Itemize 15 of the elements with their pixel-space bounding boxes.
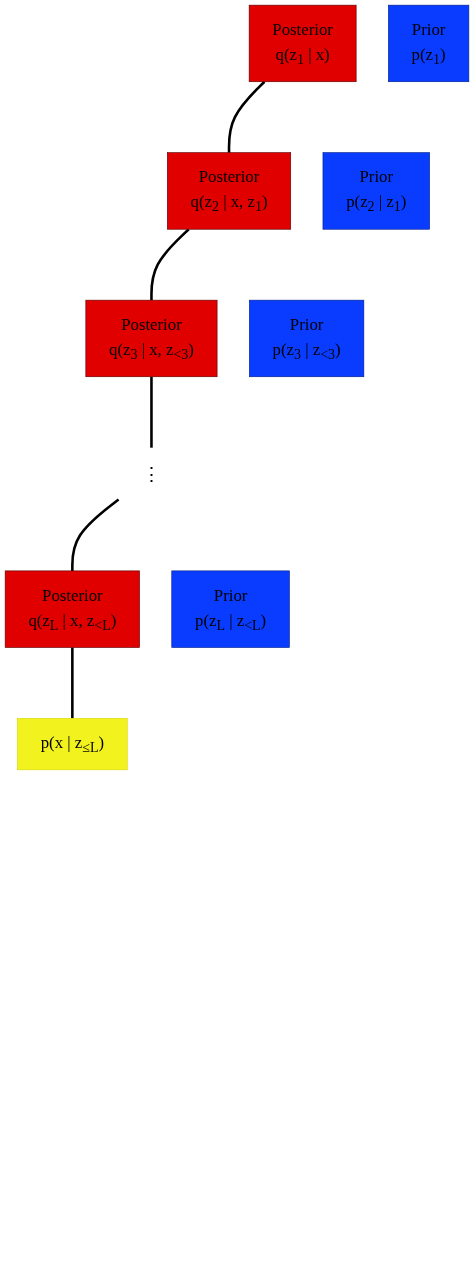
- node-box: Posterior q(z$_{L}$ | x, z$_{<L}$): [4, 570, 140, 648]
- node-box: Posterior q(z$_{2}$ | x, z$_{1}$): [167, 152, 292, 230]
- node-box: Prior p(z$_{1}$): [388, 4, 470, 83]
- node-box: p(x | z$_{≤L}$): [17, 718, 128, 771]
- connector: [227, 80, 266, 153]
- node-text: ⋮: [141, 463, 162, 485]
- node-box: Posterior q(z$_{1}$ | x): [248, 4, 357, 83]
- node-box: Prior p(z$_{3}$ | z$_{<3}$): [249, 299, 365, 378]
- connector: [150, 228, 190, 301]
- connector: [150, 376, 153, 448]
- node-box: Prior p(z$_{L}$ | z$_{<L}$): [171, 570, 290, 648]
- connector: [71, 498, 120, 571]
- connector: [71, 647, 74, 719]
- node-box: Posterior q(z$_{3}$ | x, z$_{<3}$): [85, 299, 218, 378]
- node-box: Prior p(z$_{2}$ | z$_{1}$): [322, 152, 430, 230]
